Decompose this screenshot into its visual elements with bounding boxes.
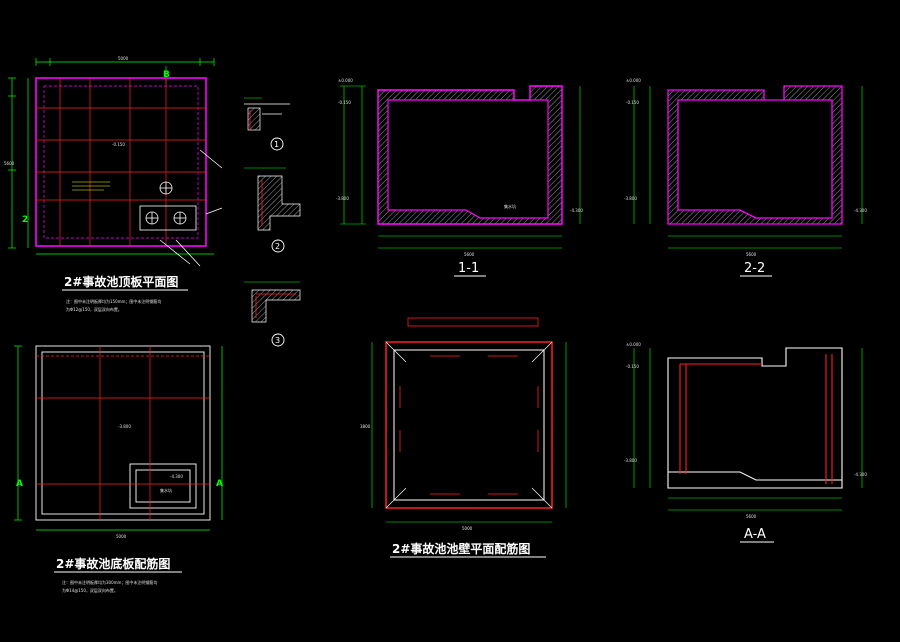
- section-mark-a-right: A: [216, 479, 223, 489]
- grid-label-b: B: [163, 70, 170, 80]
- bottom-slab-note-1: 注：图中未注明板厚均为300mm；图中未注明钢筋均: [62, 579, 157, 585]
- s22-title: 2-2: [744, 261, 765, 276]
- s22-dim: 5600: [746, 252, 757, 257]
- top-slab-note-1: 注：图中未注明板厚均为150mm；图中未注明钢筋均: [66, 298, 161, 304]
- wall-plan-dim-bottom: 5000: [462, 526, 473, 531]
- bottom-slab-level: -3.800: [118, 424, 131, 429]
- saa-level-top: ±0.000: [626, 342, 641, 347]
- detail-group: 1 2 3: [244, 97, 301, 347]
- s11-title: 1-1: [458, 261, 479, 276]
- saa-level-top2: -0.150: [626, 364, 639, 369]
- bottom-slab-plan: A A -3.800 -4.300 集水坑 5000 2#事故池底板配筋图 注：…: [14, 345, 223, 593]
- wall-plan-dim-left: 3800: [360, 424, 371, 429]
- detail-mark-1: 1: [274, 140, 279, 149]
- bottom-slab-dim: 5000: [116, 534, 127, 539]
- s22-level-top2: -0.150: [626, 100, 639, 105]
- section-mark-a-left: A: [16, 479, 23, 489]
- top-slab-plan: 5000 5600 B 2 -0.150: [4, 56, 223, 312]
- s22-level-sump: -4.300: [854, 208, 867, 213]
- top-slab-dim-left: 5600: [4, 161, 15, 166]
- s22-level-bottom: -3.800: [624, 196, 637, 201]
- bottom-slab-note-2: 为Φ14@150，双层双向布置。: [62, 587, 118, 593]
- wall-rebar-plan: 5000 3800 2#事故池池壁平面配筋图: [360, 317, 567, 558]
- section-1-1: ±0.000 -0.150 -3.800 -4.300 集水坑 5600 1-1: [336, 78, 583, 277]
- s11-level-bottom: -3.800: [336, 196, 349, 201]
- saa-level-bottom: -3.800: [624, 458, 637, 463]
- saa-title: A-A: [744, 527, 766, 542]
- s11-level-top2: -0.150: [338, 100, 351, 105]
- section-a-a: ±0.000 -0.150 -3.800 -4.300 5600 A-A: [624, 342, 867, 543]
- bottom-slab-title: 2#事故池底板配筋图: [56, 556, 170, 571]
- detail-mark-3: 3: [275, 336, 280, 345]
- top-slab-note-2: 为Φ12@150，双层双向布置。: [66, 306, 122, 312]
- top-slab-title: 2#事故池顶板平面图: [64, 274, 178, 289]
- section-2-2: ±0.000 -0.150 -3.800 -4.300 5600 2-2: [624, 78, 867, 277]
- grid-label-2: 2: [22, 215, 28, 225]
- s11-level-top: ±0.000: [338, 78, 353, 83]
- saa-level-sump: -4.300: [854, 472, 867, 477]
- bottom-slab-sump-label: 集水坑: [160, 487, 172, 493]
- top-slab-dim-top: 5000: [118, 56, 129, 61]
- top-slab-level: -0.150: [112, 142, 125, 147]
- saa-dim: 5600: [746, 514, 757, 519]
- bottom-slab-sump-level: -4.300: [170, 474, 183, 479]
- s22-level-top: ±0.000: [626, 78, 641, 83]
- wall-plan-title: 2#事故池池壁平面配筋图: [392, 541, 530, 556]
- s11-sump-label: 集水坑: [504, 203, 516, 209]
- s11-dim: 5600: [464, 252, 475, 257]
- detail-mark-2: 2: [275, 242, 280, 251]
- s11-level-sump: -4.300: [570, 208, 583, 213]
